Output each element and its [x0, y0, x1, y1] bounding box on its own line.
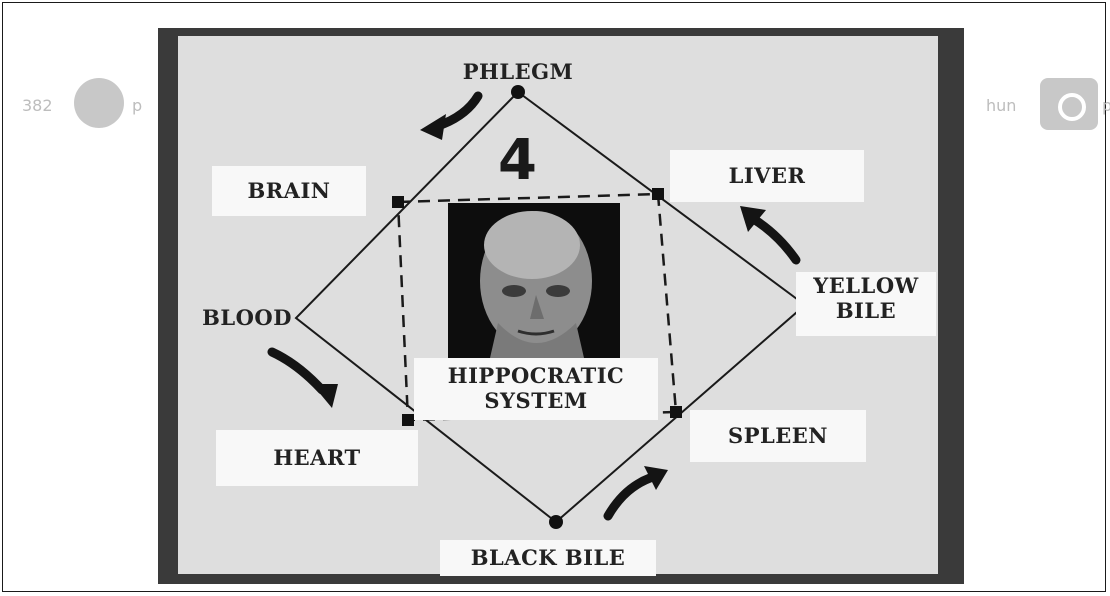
label-blood: BLOOD — [188, 302, 306, 334]
label-heart: HEART — [216, 430, 418, 486]
spleen-node — [670, 406, 682, 418]
label-spleen: SPLEEN — [690, 410, 866, 462]
label-hippocratic-system: HIPPOCRATIC SYSTEM — [414, 358, 658, 420]
label-liver: LIVER — [670, 150, 864, 202]
arrowhead-icon — [420, 114, 446, 140]
label-phlegm: PHLEGM — [460, 56, 576, 88]
arrow-yellowbile-liver — [752, 218, 796, 260]
hippocrates-bust-image — [448, 203, 620, 358]
heart-node — [402, 414, 414, 426]
label-brain: BRAIN — [212, 166, 366, 216]
black-bile-node — [549, 515, 563, 529]
liver-node — [652, 188, 664, 200]
figure-number: 4 — [498, 128, 537, 193]
arrow-blackbile-spleen — [608, 478, 650, 516]
label-yellow-bile: YELLOW BILE — [796, 272, 936, 336]
label-black-bile: BLACK BILE — [440, 540, 656, 576]
arrowhead-icon — [312, 384, 338, 408]
brain-node — [392, 196, 404, 208]
